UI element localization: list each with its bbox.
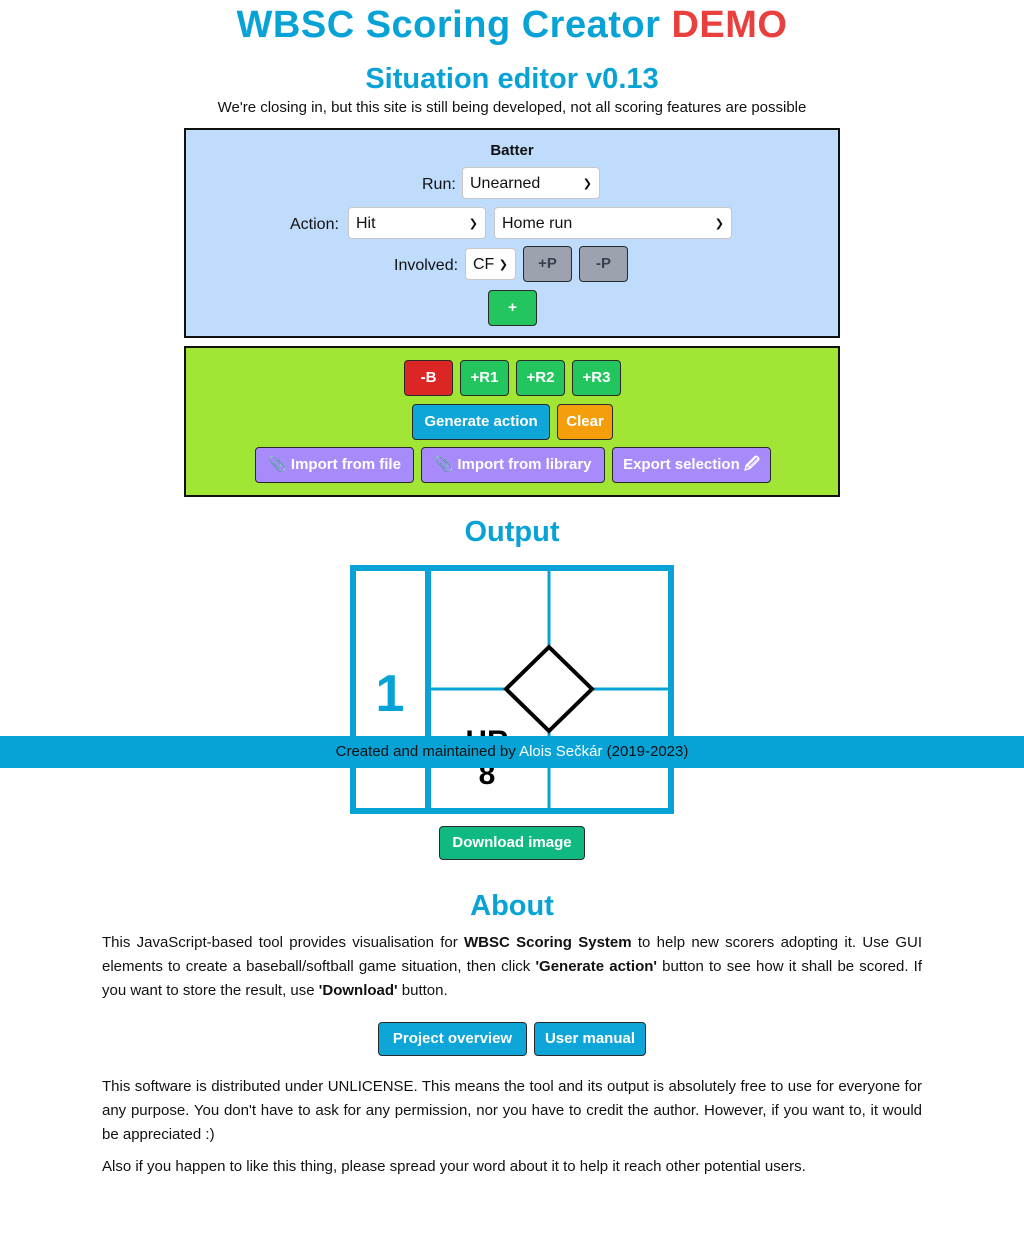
add-r2-button[interactable]: +R2 [516, 360, 565, 396]
clear-button[interactable]: Clear [557, 404, 613, 440]
demo-label: DEMO [671, 4, 788, 46]
about-text-2: WBSC Scoring System [464, 934, 632, 951]
license-paragraph: This software is distributed under UNLIC… [102, 1078, 922, 1143]
about-heading: About [470, 890, 554, 922]
chevron-down-icon: ❯ [582, 178, 592, 190]
chevron-down-icon: ❯ [498, 259, 508, 271]
action-select-value: Hit [356, 215, 376, 232]
about-text-7: button. [397, 982, 448, 999]
download-image-button[interactable]: Download image [439, 826, 585, 860]
run-select[interactable]: Unearned ❯ [462, 167, 600, 199]
add-player-button[interactable]: +P [523, 246, 572, 282]
remove-batter-button[interactable]: -B [404, 360, 453, 396]
import-from-file-button[interactable]: 📎 Import from file [255, 447, 414, 483]
add-action-button[interactable]: + [488, 290, 537, 326]
share-paragraph: Also if you happen to like this thing, p… [102, 1158, 806, 1175]
editor-title: Situation editor v0.13 [365, 63, 659, 95]
user-manual-button[interactable]: User manual [534, 1022, 646, 1056]
involved-label: Involved: [394, 257, 459, 274]
remove-player-button[interactable]: -P [579, 246, 628, 282]
author-link[interactable]: Alois Sečkár [519, 743, 603, 760]
chevron-down-icon: ❯ [468, 218, 478, 230]
footer-bar: Created and maintained by Alois Sečkár (… [0, 736, 1024, 768]
output-heading: Output [464, 516, 560, 548]
action-detail-value: Home run [502, 215, 573, 232]
add-r3-button[interactable]: +R3 [572, 360, 621, 396]
page-title: WBSC Scoring Creator DEMO [0, 2, 1024, 48]
run-select-value: Unearned [470, 175, 541, 192]
about-paragraph: This JavaScript-based tool provides visu… [102, 931, 922, 1003]
add-r1-button[interactable]: +R1 [460, 360, 509, 396]
project-overview-button[interactable]: Project overview [378, 1022, 527, 1056]
scorecard-image: 1 HR 8 [350, 565, 674, 819]
batter-number: 1 [376, 665, 405, 723]
batter-label: Batter [490, 142, 534, 159]
import-from-library-button[interactable]: 📎 Import from library [421, 447, 605, 483]
about-text-3: to help new scorers adopting it. Use GUI… [102, 934, 922, 975]
batter-editor-panel: Batter Run: Unearned ❯ Action: Hit ❯ Hom… [184, 128, 840, 338]
involved-select-value: CF [473, 256, 495, 273]
export-selection-button[interactable]: Export selection 🖉 [612, 447, 771, 483]
title-text: WBSC Scoring Creator [236, 4, 661, 46]
action-detail-select[interactable]: Home run ❯ [494, 207, 732, 239]
action-select[interactable]: Hit ❯ [348, 207, 486, 239]
chevron-down-icon: ❯ [714, 218, 724, 230]
controls-panel: -B +R1 +R2 +R3 Generate action Clear 📎 I… [184, 346, 840, 497]
involved-select[interactable]: CF ❯ [465, 248, 516, 280]
base-diamond-icon [503, 644, 595, 734]
about-text-5: button to see how it shall be scored. If… [102, 958, 922, 999]
development-notice: We're closing in, but this site is still… [217, 99, 807, 116]
action-label: Action: [290, 216, 339, 233]
footer-prefix: Created and maintained by [335, 743, 520, 760]
about-text-4: 'Generate action' [535, 958, 657, 975]
about-text-1: This JavaScript-based tool provides visu… [102, 934, 465, 951]
about-text-6: 'Download' [318, 982, 398, 999]
footer-years: (2019-2023) [602, 743, 689, 760]
generate-action-button[interactable]: Generate action [412, 404, 550, 440]
scorecard-svg: 1 HR 8 [350, 565, 674, 814]
run-label: Run: [422, 176, 456, 193]
